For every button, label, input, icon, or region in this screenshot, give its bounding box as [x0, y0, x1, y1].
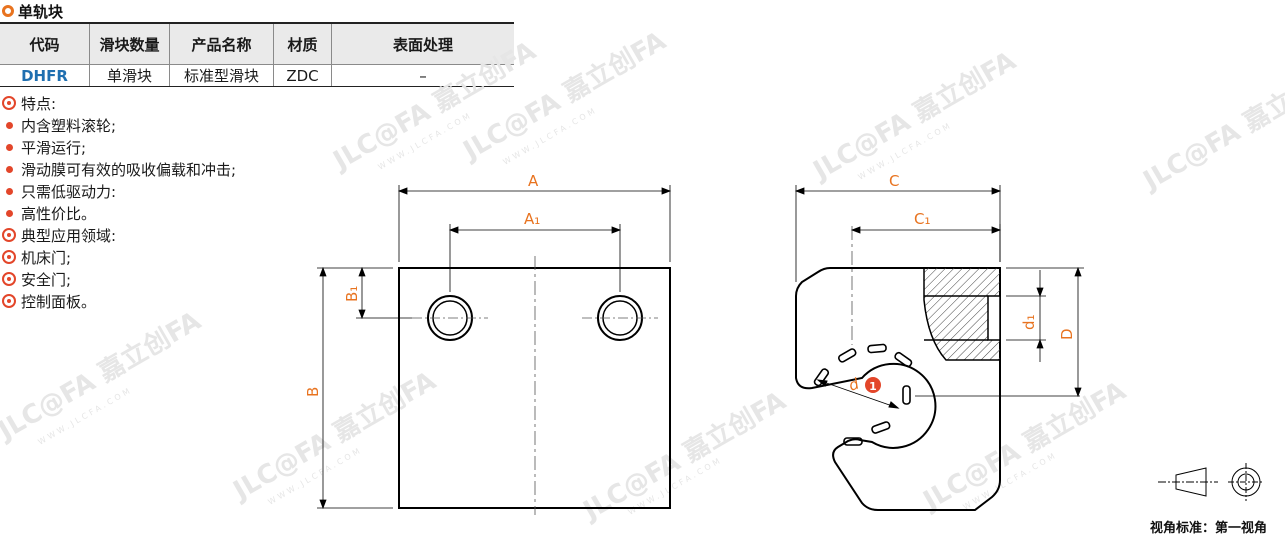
svg-text:JLC@FA 嘉立创FA: JLC@FA 嘉立创FA — [226, 365, 441, 507]
feature-item: 滑动膜可有效的吸收偏载和冲击; — [2, 158, 236, 180]
features-title: 特点: — [2, 92, 56, 114]
header-product-name: 产品名称 — [169, 22, 274, 65]
header-slider-count: 滑块数量 — [89, 22, 170, 65]
roller-slots — [813, 343, 913, 446]
section-header: 单轨块 — [2, 1, 63, 21]
target-icon — [2, 294, 16, 308]
target-icon — [2, 96, 16, 110]
bullet-dot-icon — [6, 143, 13, 151]
cell-product-name: 标准型滑块 — [169, 64, 274, 87]
front-view — [317, 185, 672, 515]
callout-badge: 1 — [865, 377, 881, 393]
cell-surface-treatment: – — [331, 64, 514, 87]
feature-item: 高性价比。 — [2, 202, 96, 224]
label-c1: C₁ — [914, 210, 931, 228]
dimension-a1 — [448, 224, 622, 292]
first-angle-projection-icon — [1158, 463, 1264, 501]
table-row: DHFR 单滑块 标准型滑块 ZDC – — [0, 64, 514, 87]
header-material: 材质 — [273, 22, 332, 65]
block-profile — [795, 267, 1001, 511]
application-item: 控制面板。 — [2, 290, 96, 312]
dimension-a — [397, 185, 672, 262]
bullet-dot-icon — [6, 187, 13, 195]
dimension-d — [1006, 266, 1084, 398]
cell-material: ZDC — [273, 64, 332, 87]
target-icon — [2, 228, 16, 242]
applications-title: 典型应用领域: — [2, 224, 116, 246]
bullet-dot-icon — [6, 209, 13, 217]
cell-slider-count: 单滑块 — [89, 64, 170, 87]
feature-item: 内含塑料滚轮; — [2, 114, 116, 136]
svg-text:JLC@FA 嘉立创FA: JLC@FA 嘉立创FA — [576, 385, 791, 527]
view-standard-label: 视角标准：第一视角 — [1150, 521, 1268, 536]
watermark: JLC@FA 嘉立创FA WWW.JLCFA.COM JLC@FA 嘉立创FA … — [0, 25, 1285, 527]
ring-icon — [2, 5, 14, 17]
header-surface-treatment: 表面处理 — [331, 22, 514, 65]
application-item: 安全门; — [2, 268, 71, 290]
section-title: 单轨块 — [18, 2, 64, 21]
application-item: 机床门; — [2, 246, 71, 268]
svg-text:JLC@FA 嘉立创FA: JLC@FA 嘉立创FA — [456, 25, 671, 167]
cell-code[interactable]: DHFR — [0, 64, 90, 87]
block-outline — [398, 267, 671, 509]
bullet-dot-icon — [6, 121, 13, 129]
target-icon — [2, 250, 16, 264]
dimension-c1 — [850, 224, 1002, 262]
table-header-row: 代码 滑块数量 产品名称 材质 表面处理 — [0, 22, 514, 65]
svg-text:JLC@FA 嘉立创FA: JLC@FA 嘉立创FA — [1136, 55, 1285, 197]
dimension-b1 — [356, 266, 412, 320]
label-c: C — [889, 172, 899, 190]
feature-item: 只需低驱动力: — [2, 180, 116, 202]
feature-item: 平滑运行; — [2, 136, 86, 158]
label-a1: A₁ — [524, 210, 540, 228]
bullet-dot-icon — [6, 165, 13, 173]
dimension-d1 — [1006, 270, 1046, 362]
dimension-b — [317, 266, 393, 510]
label-d: d — [846, 374, 862, 394]
svg-text:JLC@FA 嘉立创FA: JLC@FA 嘉立创FA — [916, 375, 1131, 517]
spec-table: 代码 滑块数量 产品名称 材质 表面处理 DHFR 单滑块 标准型滑块 ZDC … — [0, 22, 514, 87]
svg-text:JLC@FA 嘉立创FA: JLC@FA 嘉立创FA — [806, 45, 1021, 187]
thread-hole — [987, 295, 1001, 341]
side-view — [794, 185, 1084, 511]
label-d1: d₁ — [1020, 314, 1038, 330]
svg-text:1: 1 — [869, 380, 877, 393]
label-d: D — [1058, 328, 1076, 340]
target-icon — [2, 272, 16, 286]
label-b: B — [304, 387, 322, 397]
svg-text:JLC@FA 嘉立创FA: JLC@FA 嘉立创FA — [0, 305, 206, 447]
header-code: 代码 — [0, 22, 90, 65]
label-b1: B₁ — [343, 286, 361, 302]
label-a: A — [528, 172, 539, 190]
